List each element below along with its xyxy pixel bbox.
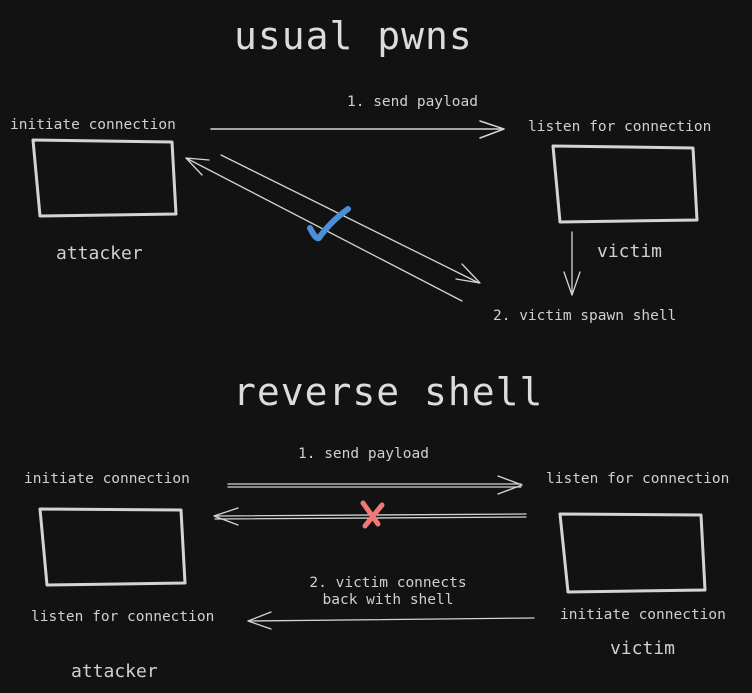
send-payload-arrow-top <box>210 120 505 139</box>
attacker-note-bottom: listen for connection <box>31 609 215 625</box>
cross-icon <box>360 500 385 529</box>
attacker-box-bottom <box>38 507 187 587</box>
victim-note-bottom: initiate connection <box>560 607 726 623</box>
send-payload-arrow-bottom <box>227 475 523 495</box>
connect-back-arrow <box>247 611 535 630</box>
victim-box-top <box>551 144 699 224</box>
diagonal-arrow-down <box>220 154 481 284</box>
section-title-usual-pwns: usual pwns <box>234 14 473 58</box>
step2-label-bottom: 2. victim connects back with shell <box>300 575 476 608</box>
attacker-label-top: attacker <box>56 243 143 264</box>
step1-label-top: 1. send payload <box>347 94 478 110</box>
attacker-box-top <box>31 138 178 218</box>
victim-down-arrow <box>563 231 581 296</box>
step2-label-top: 2. victim spawn shell <box>493 308 677 324</box>
victim-label-top: victim <box>597 241 663 262</box>
attacker-note-top-bottom-section: initiate connection <box>24 471 190 487</box>
attacker-note-top: initiate connection <box>10 117 176 133</box>
step1-label-bottom: 1. send payload <box>298 446 429 462</box>
victim-note-top-bottom-section: listen for connection <box>546 471 730 487</box>
blocked-arrow-head <box>213 507 239 526</box>
victim-note-top: listen for connection <box>528 119 712 135</box>
section-title-reverse-shell: reverse shell <box>233 370 544 414</box>
step2-line2: back with shell <box>322 592 454 608</box>
step2-line1: 2. victim connects <box>309 575 467 591</box>
victim-box-bottom <box>558 512 707 594</box>
victim-label-bottom: victim <box>610 638 676 659</box>
attacker-label-bottom: attacker <box>71 661 158 682</box>
check-icon <box>307 206 351 242</box>
